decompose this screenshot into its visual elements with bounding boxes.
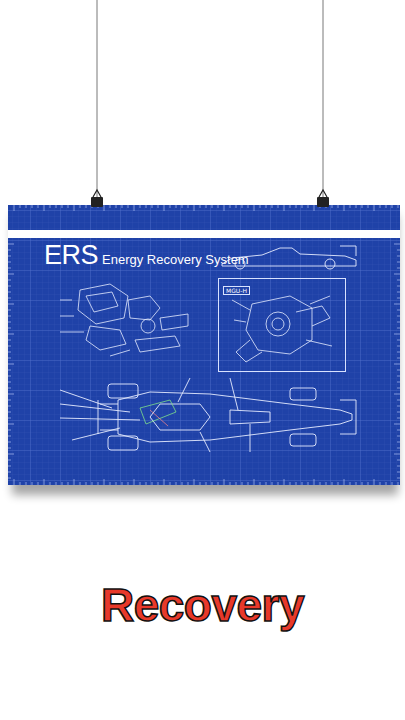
poster-subtitle: Energy Recovery System — [102, 252, 249, 267]
inset-box: MGU-H — [218, 278, 346, 372]
inset-heading: MGU-H — [223, 286, 250, 295]
caption-text: Recovery — [0, 578, 405, 632]
poster-title: ERS — [44, 240, 98, 271]
